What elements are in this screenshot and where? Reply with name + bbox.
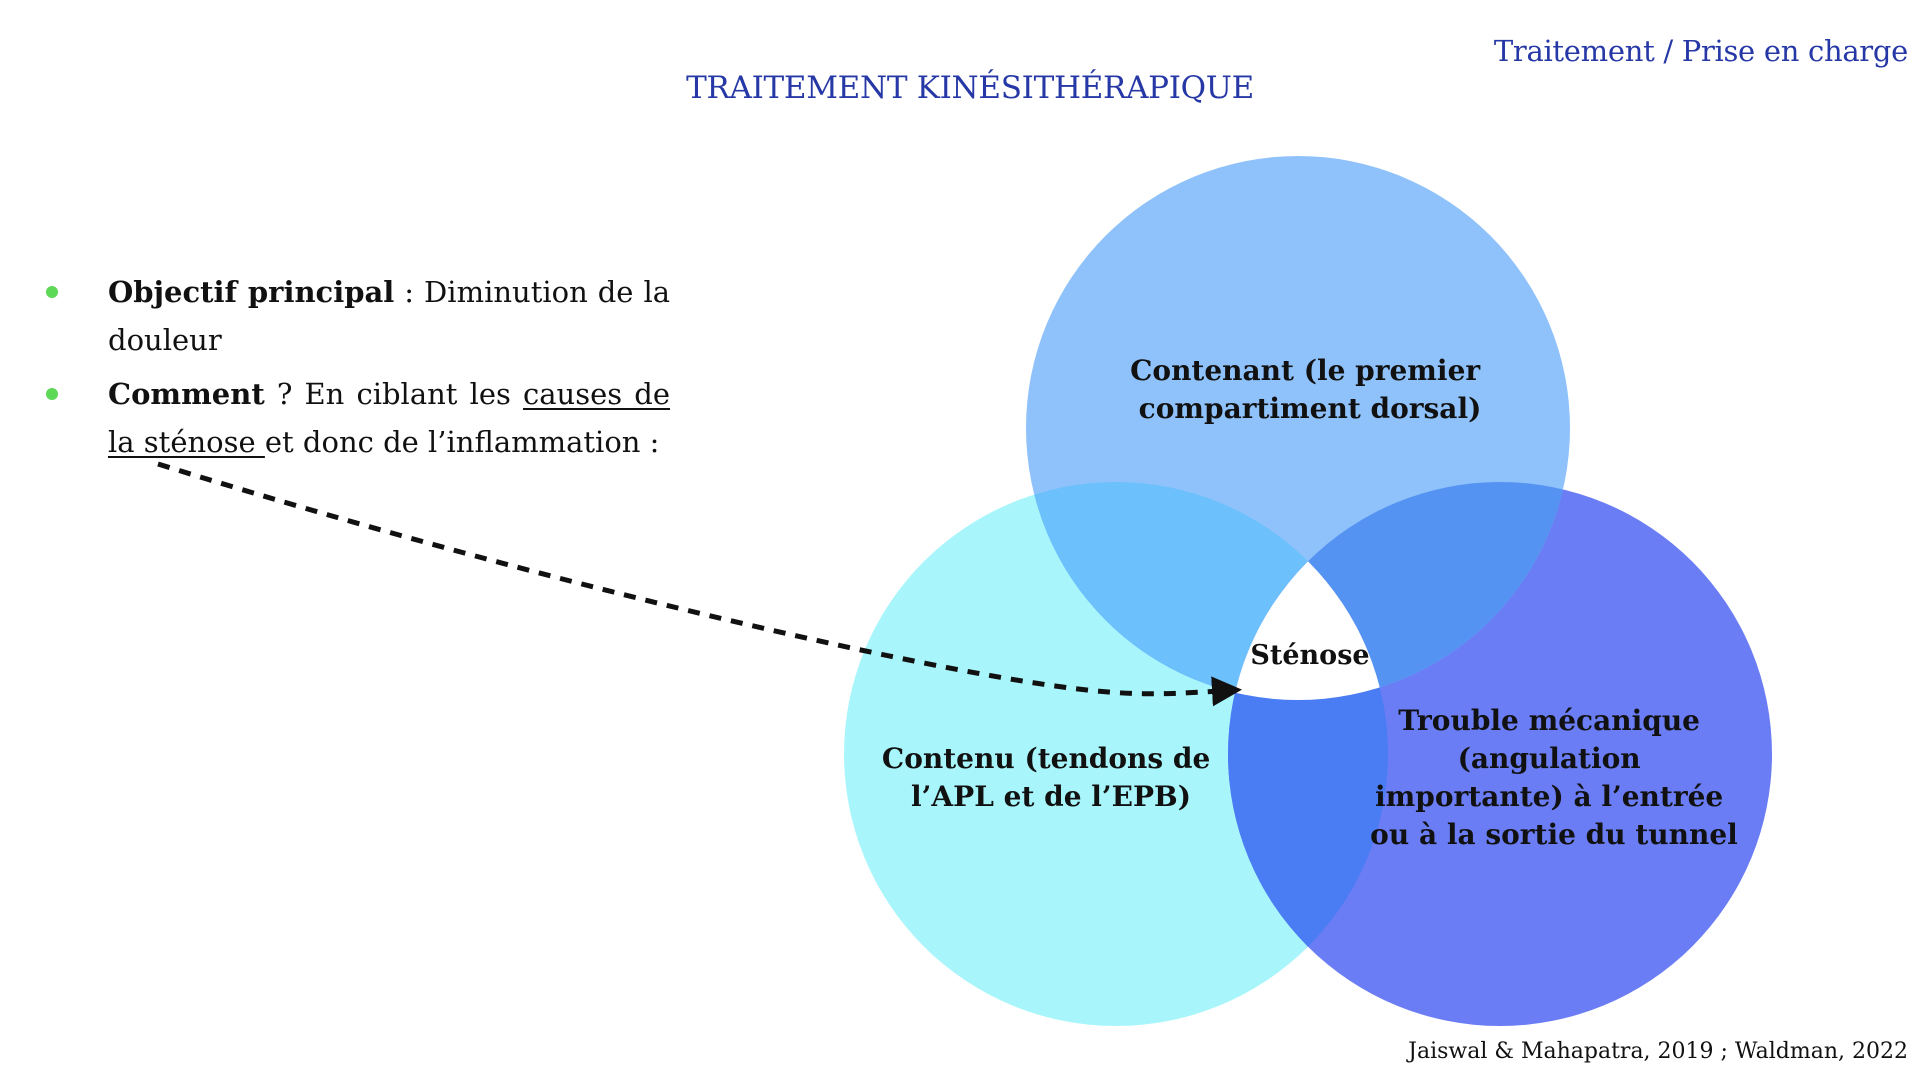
bullet-item-objective: Objectif principal : Diminution de la do… <box>40 268 670 364</box>
venn-label-top: Contenant (le premier compartiment dorsa… <box>1130 354 1490 425</box>
bullet-bold-label: Comment <box>108 377 265 411</box>
bullet-text: : Diminution de la douleur <box>108 275 671 357</box>
venn-overlap-top-left <box>1026 482 1388 700</box>
bullet-text: ? En ciblant les <box>264 377 524 411</box>
slide-title: TRAITEMENT KINÉSITHÉRAPIQUE <box>686 70 1254 106</box>
citation: Jaiswal & Mahapatra, 2019 ; Waldman, 202… <box>1408 1039 1908 1064</box>
venn-label-center: Sténose <box>1250 640 1369 671</box>
bullet-underlined-text: causes de la sténose <box>108 377 670 459</box>
venn-center-stenose <box>1228 482 1388 700</box>
venn-overlap-top-right <box>1228 482 1570 700</box>
venn-overlap-left-right <box>1228 482 1388 1026</box>
venn-circle-right <box>1228 482 1772 1026</box>
bullet-dot-icon <box>46 286 58 298</box>
bullet-item-method: Comment ? En ciblant les causes de la st… <box>40 370 670 466</box>
dashed-arrow <box>157 461 1242 707</box>
venn-label-left: Contenu (tendons de l’APL et de l’EPB) <box>882 742 1220 813</box>
bullet-text-after: et donc de l’inflammation : <box>264 425 660 459</box>
bullet-dot-icon <box>46 388 58 400</box>
bullet-list: Objectif principal : Diminution de la do… <box>40 268 670 472</box>
venn-label-right: Trouble mécanique (angulation importante… <box>1370 704 1738 851</box>
section-tag: Traitement / Prise en charge <box>1493 34 1908 68</box>
venn-circle-top <box>1026 156 1570 700</box>
venn-circle-left <box>844 482 1388 1026</box>
bullet-bold-label: Objectif principal <box>108 275 395 309</box>
